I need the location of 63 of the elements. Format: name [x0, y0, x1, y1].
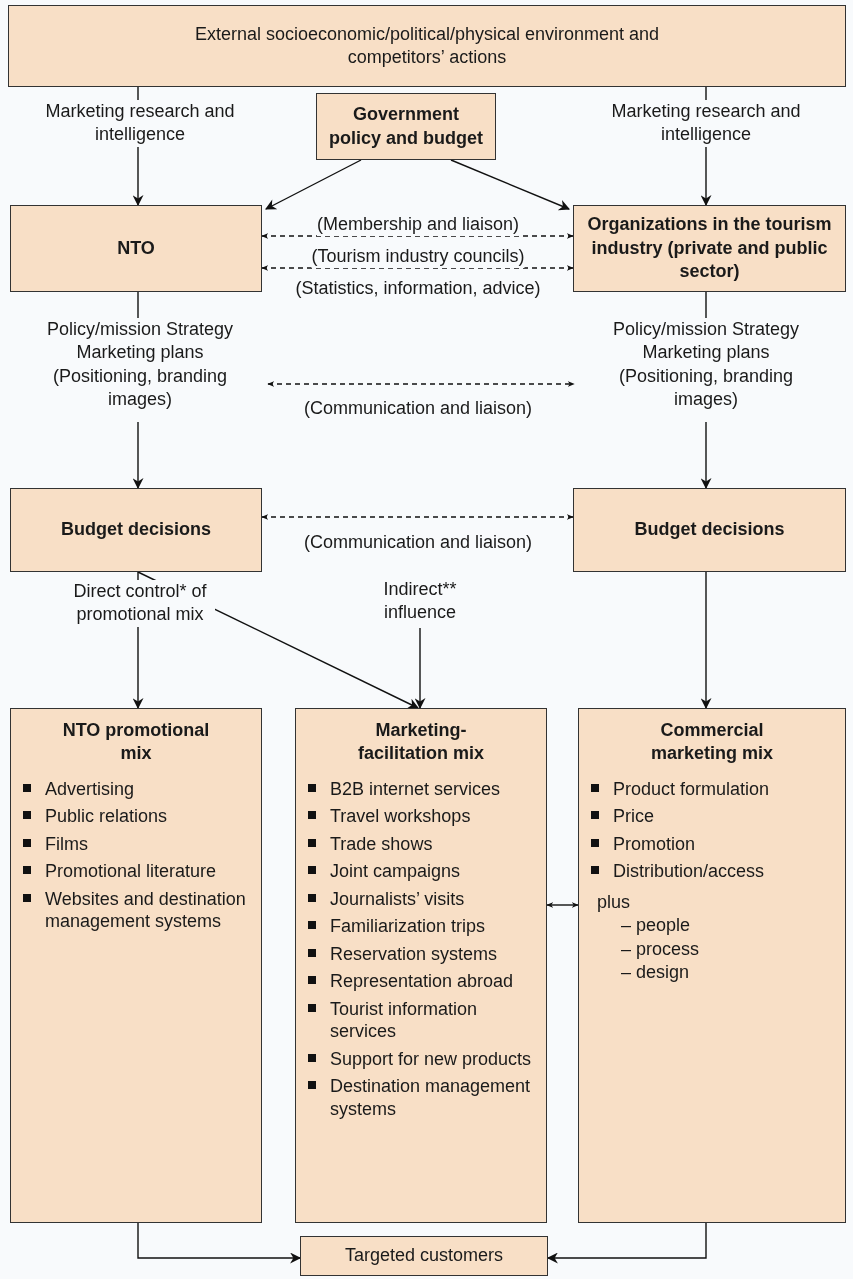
process-box [316, 93, 496, 160]
box-label: Budget decisions [634, 518, 785, 542]
process-box [10, 488, 262, 572]
arrow [132, 421, 144, 490]
arrow [450, 159, 570, 211]
list-text: plus [597, 890, 631, 914]
marketing-mix-panel [10, 708, 262, 1223]
marketing-mix-panel [578, 708, 846, 1223]
process-box [10, 205, 262, 292]
note-text: (Statistics, information, advice) [295, 277, 541, 300]
connector-line [705, 291, 707, 319]
arrow [546, 1222, 707, 1264]
list-item: Product formulation [589, 777, 770, 801]
list-text: – design [621, 960, 690, 984]
process-box [8, 5, 846, 87]
list-text: – process [621, 937, 700, 961]
panel-heading: Commercial marketing mix [649, 719, 774, 766]
list-item: Trade shows [306, 832, 433, 856]
list-item: Reservation systems [306, 942, 498, 966]
list-item: Promotional literature [21, 860, 217, 883]
arrow [700, 421, 712, 490]
list-item: Tourist information services [306, 997, 536, 1043]
list-item: Joint campaigns [306, 860, 461, 883]
annotation-text: Policy/mission Strategy Marketing plans (Positioning, branding images) [611, 318, 801, 412]
list-item: Destination management systems [306, 1075, 536, 1121]
list-item: Promotion [589, 832, 696, 856]
box-label: Organizations in the tourism industry (private and public sector) [586, 213, 833, 284]
panel-heading: Marketing-facilitation mix [357, 719, 485, 766]
process-box [300, 1236, 548, 1276]
panel-heading: NTO promotional mix [61, 719, 211, 766]
dashed-arrow [261, 233, 574, 239]
dashed-arrow [267, 381, 575, 387]
box-label: Budget decisions [61, 518, 211, 542]
list-item: Films [21, 832, 88, 856]
arrow [265, 159, 362, 210]
marketing-mix-panel [295, 708, 547, 1223]
arrow [137, 1222, 302, 1264]
connector-line [137, 291, 139, 319]
dashed-arrow [261, 265, 574, 271]
list-item: Travel workshops [306, 805, 471, 828]
annotation-text: Policy/mission Strategy Marketing plans (Positioning, branding images) [45, 318, 235, 412]
list-item: Support for new products [306, 1047, 532, 1071]
box-label: Targeted customers [344, 1244, 504, 1268]
box-label: External socioeconomic/political/physical environment and competitors’ actions [193, 22, 661, 69]
list-item: Representation abroad [306, 970, 514, 993]
dashed-arrow [261, 514, 574, 520]
process-box [573, 205, 846, 292]
box-label: NTO [117, 236, 155, 260]
box-label: Government policy and budget [328, 103, 484, 150]
list-item: Public relations [21, 805, 168, 828]
process-box [573, 488, 846, 572]
arrow [414, 627, 426, 710]
arrow [700, 571, 712, 710]
arrow [546, 902, 579, 908]
list-item: Websites and destination management systems [21, 887, 251, 933]
list-item: Journalists’ visits [306, 887, 465, 911]
list-text: – people [621, 914, 691, 938]
list-item: Distribution/access [589, 860, 765, 883]
list-item: B2B internet services [306, 777, 501, 801]
list-item: Familiarization trips [306, 915, 486, 938]
list-item: Advertising [21, 777, 135, 801]
annotation-text: Indirect** influence [382, 578, 458, 625]
list-item: Price [589, 805, 654, 828]
